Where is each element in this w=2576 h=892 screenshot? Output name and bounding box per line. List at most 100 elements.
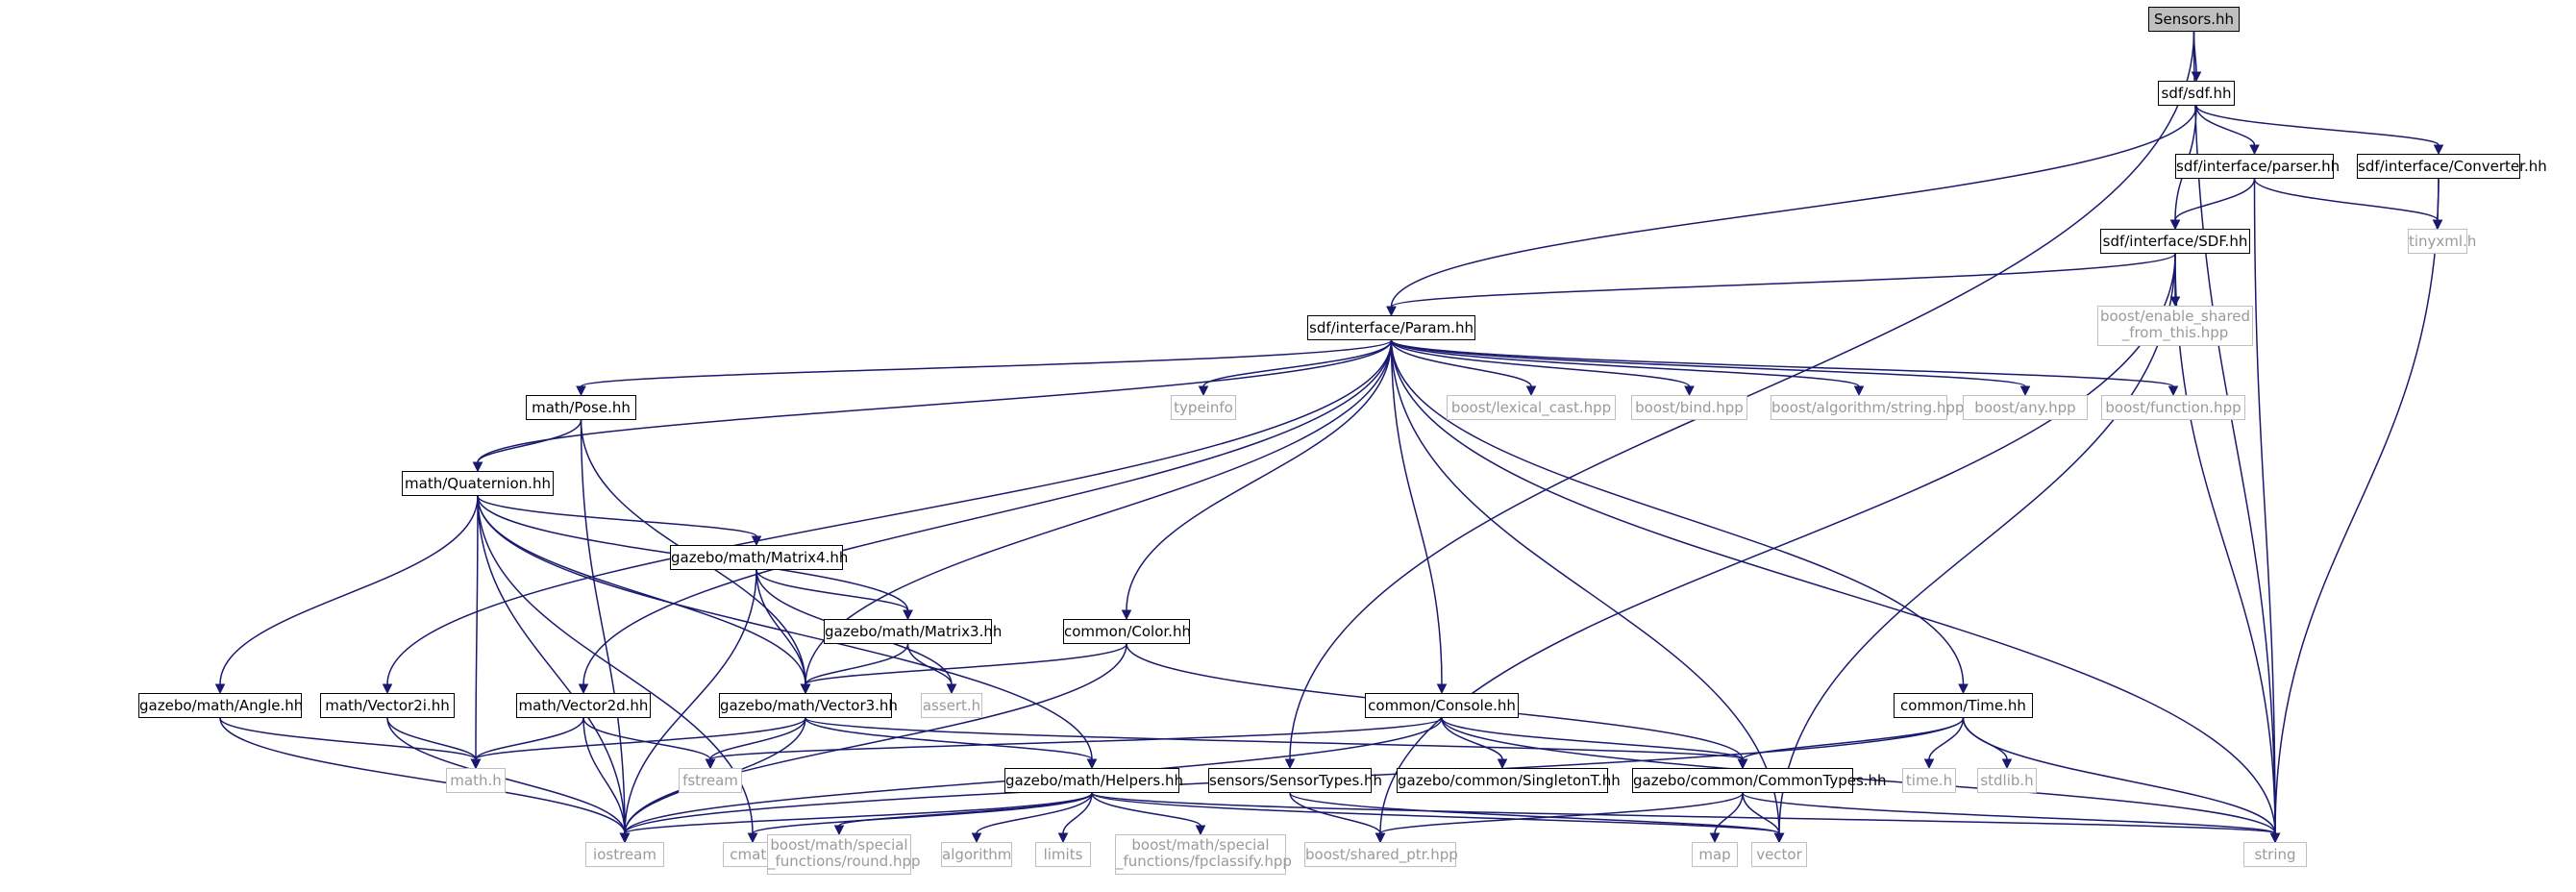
edge-n18-n24 [906, 643, 953, 685]
node-assert-h: assert.h [921, 693, 982, 718]
node-common-time-hh[interactable]: common/Time.hh [1894, 693, 2033, 718]
arrowhead-n7-n22 [578, 683, 589, 695]
edge-n29-n39 [1062, 792, 1093, 834]
edge-n17-n35 [624, 569, 757, 834]
node-sensors-sensortypes-hh[interactable]: sensors/SensorTypes.hh [1208, 768, 1382, 793]
edge-n32-n42 [1714, 792, 1744, 834]
node-gazebo-common-commontypes-hh[interactable]: gazebo/common/CommonTypes.hh [1632, 768, 1887, 793]
edges-layer [214, 31, 2444, 844]
edge-n23-n32 [805, 717, 1744, 760]
node-boost-bind-hpp: boost/bind.hpp [1631, 395, 1747, 420]
arrowhead-n17-n18 [903, 609, 913, 621]
edge-n7-n11 [1390, 339, 1532, 387]
node-sdf-sdf-hh[interactable]: sdf/sdf.hh [2158, 81, 2235, 106]
arrowhead-n5-n8 [2169, 296, 2181, 308]
arrowhead-n18-n24 [946, 683, 957, 695]
edge-n9-n16 [477, 419, 582, 463]
arrowhead-n32-n43 [1773, 832, 1785, 844]
node-map: map [1692, 842, 1738, 867]
node-string: string [2243, 842, 2307, 867]
edge-n25-n31 [1441, 717, 1503, 760]
edge-n2-n7 [1390, 105, 2197, 308]
arrowhead-n7-n13 [1853, 385, 1865, 397]
edge-n21-n35 [386, 717, 626, 834]
node-sensors-hh[interactable]: Sensors.hh [2148, 7, 2240, 32]
node-stdlib-h: stdlib.h [1977, 768, 2037, 793]
edge-n32-n44 [1742, 792, 2276, 834]
edge-n29-n44 [1091, 792, 2276, 834]
node-boost-algorithm-string-hpp: boost/algorithm/string.hpp [1771, 395, 1964, 420]
edge-n3-n44 [2253, 178, 2276, 834]
edge-n16-n27 [475, 495, 479, 760]
node-math-vector2d-hh[interactable]: math/Vector2d.hh [516, 693, 651, 718]
node-vector: vector [1751, 842, 1807, 867]
edge-n26-n33 [1928, 717, 1965, 760]
node-sdf-interface-converter-hh[interactable]: sdf/interface/Converter.hh [2357, 154, 2547, 179]
node-gazebo-math-matrix3-hh[interactable]: gazebo/math/Matrix3.hh [824, 619, 1002, 644]
edge-n3-n5 [2174, 178, 2256, 221]
arrowhead-n7-n15 [2167, 385, 2179, 397]
arrowhead-n29-n37 [833, 825, 845, 836]
node-boost-math-special-functions-round-hpp: boost/math/special_functions/round.hpp [767, 834, 921, 875]
edge-n25-n28 [709, 717, 1443, 760]
node-gazebo-math-angle-hh[interactable]: gazebo/math/Angle.hh [138, 693, 303, 718]
node-gazebo-common-singletont-hh[interactable]: gazebo/common/SingletonT.hh [1397, 768, 1621, 793]
arrowhead-n16-n20 [214, 683, 226, 695]
edge-n23-n27 [475, 717, 806, 760]
node-boost-any-hpp: boost/any.hpp [1963, 395, 2088, 420]
edge-n25-n44 [1441, 717, 2276, 834]
arrowhead-n7-n26 [1958, 683, 1969, 695]
edge-n22-n27 [475, 717, 584, 760]
edge-n16-n20 [219, 495, 479, 685]
node-sdf-interface-param-hh[interactable]: sdf/interface/Param.hh [1307, 315, 1475, 340]
node-gazebo-math-vector3-hh[interactable]: gazebo/math/Vector3.hh [719, 693, 898, 718]
arrowhead-n29-n36 [747, 832, 758, 844]
edge-n2-n3 [2195, 105, 2256, 146]
node-fstream: fstream [679, 768, 742, 793]
arrowhead-n2-n4 [2433, 144, 2444, 156]
edge-n7-n19 [1126, 339, 1393, 611]
arrowhead-n9-n16 [472, 461, 483, 473]
edge-n16-n35 [477, 495, 626, 834]
arrowhead-n2-n3 [2249, 144, 2260, 156]
arrowhead-n26-n33 [1923, 758, 1935, 770]
node-math-h: math.h [446, 768, 506, 793]
edge-n23-n29 [805, 717, 1093, 760]
edge-n5-n43 [1778, 253, 2176, 834]
arrowhead-n29-n39 [1057, 832, 1069, 844]
node-gazebo-math-matrix4-hh[interactable]: gazebo/math/Matrix4.hh [670, 545, 848, 570]
edge-n17-n23 [755, 569, 806, 685]
node-sdf-interface-sdf-hh[interactable]: sdf/interface/SDF.hh [2100, 229, 2250, 254]
arrowhead-n19-n23 [800, 683, 811, 695]
arrowhead-n26-n32 [1737, 758, 1748, 770]
arrowhead-n25-n31 [1497, 758, 1508, 770]
edge-n7-n13 [1390, 339, 1860, 387]
edge-n2-n4 [2195, 105, 2440, 146]
arrowhead-n23-n29 [1086, 758, 1098, 770]
node-iostream: iostream [585, 842, 664, 867]
node-common-console-hh[interactable]: common/Console.hh [1365, 693, 1519, 718]
node-sdf-interface-parser-hh[interactable]: sdf/interface/parser.hh [2175, 154, 2340, 179]
edge-n7-n44 [1390, 339, 2276, 834]
node-math-quaternion-hh[interactable]: math/Quaternion.hh [402, 471, 554, 496]
arrowhead-n25-n28 [705, 758, 716, 770]
edge-n29-n38 [976, 792, 1093, 834]
arrowhead-n7-n10 [1198, 385, 1209, 397]
edge-n29-n43 [1091, 792, 1780, 834]
edge-n7-n15 [1390, 339, 2174, 387]
edge-n22-n35 [582, 717, 626, 834]
node-gazebo-math-helpers-hh[interactable]: gazebo/math/Helpers.hh [1004, 768, 1183, 793]
arrowhead-n1-n30 [1284, 758, 1296, 770]
edge-n30-n41 [1289, 792, 1381, 834]
edge-n19-n23 [805, 643, 1127, 685]
edge-n32-n43 [1742, 792, 1780, 834]
node-math-vector2i-hh[interactable]: math/Vector2i.hh [320, 693, 455, 718]
edge-n7-n25 [1390, 339, 1443, 685]
node-math-pose-hh[interactable]: math/Pose.hh [526, 395, 636, 420]
arrowhead-n7-n12 [1684, 385, 1695, 397]
node-common-color-hh[interactable]: common/Color.hh [1063, 619, 1191, 644]
arrowhead-n16-n17 [751, 535, 762, 547]
edge-n5-n44 [2174, 253, 2276, 834]
edge-n17-n18 [755, 569, 909, 611]
